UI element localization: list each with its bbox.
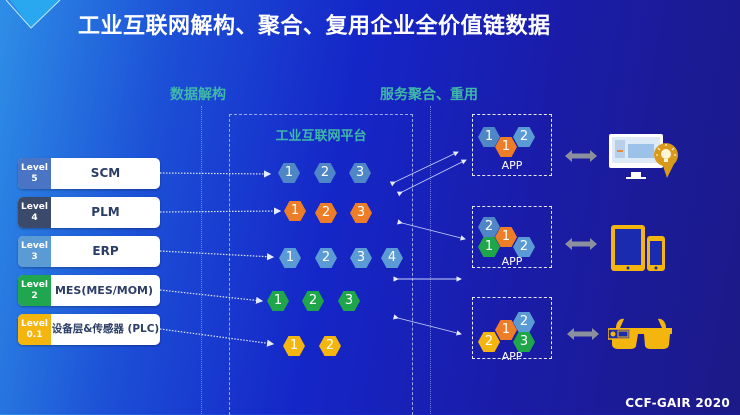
smart-glasses-icon xyxy=(608,318,672,349)
app3-hex: 2 xyxy=(513,312,535,332)
level-row-mes[interactable]: Level 2 MES(MES/MOM) xyxy=(18,275,160,306)
level-badge-label: Level xyxy=(21,162,48,173)
app-label: APP xyxy=(501,350,523,363)
level-badge-label: Level xyxy=(21,201,48,212)
level-badge-number: 3 xyxy=(31,251,38,262)
level-badge-number: 0.1 xyxy=(26,329,43,340)
hex-plm-1: 1 xyxy=(284,201,306,221)
level-name: 设备层&传感器 (PLC) xyxy=(51,323,160,335)
hex-erp-1: 1 xyxy=(279,248,301,268)
level-row-device[interactable]: Level 0.1 设备层&传感器 (PLC) xyxy=(18,314,160,345)
hex-erp-3: 3 xyxy=(350,248,372,268)
app3-hex: 2 xyxy=(478,332,500,352)
corner-decoration xyxy=(5,0,61,29)
divider-line-left xyxy=(201,106,202,414)
platform-box: 工业互联网平台 xyxy=(229,114,413,415)
level-badge-label: Level xyxy=(21,279,48,290)
hex-erp-4: 4 xyxy=(381,248,403,268)
level-badge-label: Level xyxy=(21,318,48,329)
level-name: ERP xyxy=(92,244,119,258)
level-badge: Level 3 xyxy=(18,236,51,267)
double-arrow-icon xyxy=(565,238,597,250)
hex-plm-3: 3 xyxy=(350,203,372,223)
hex-device-1: 1 xyxy=(283,336,305,356)
divider-line-right xyxy=(430,106,431,414)
app-box-1[interactable]: 1 1 2 APP xyxy=(472,114,552,176)
page-title: 工业互联网解构、聚合、复用企业全价值链数据 xyxy=(78,14,551,39)
tablet-phone-icon xyxy=(611,225,665,271)
app1-hex: 2 xyxy=(513,127,535,147)
app2-hex: 2 xyxy=(478,217,500,237)
app2-hex: 2 xyxy=(513,237,535,257)
level-name: MES(MES/MOM) xyxy=(54,284,154,297)
level-badge: Level 2 xyxy=(18,275,51,306)
monitor-lightbulb-icon xyxy=(609,134,678,179)
level-row-scm[interactable]: Level 5 SCM xyxy=(18,158,160,189)
hex-mes-3: 3 xyxy=(338,291,360,311)
hex-scm-3: 3 xyxy=(349,163,371,183)
hex-erp-2: 2 xyxy=(315,248,337,268)
app1-hex: 1 xyxy=(478,127,500,147)
app-label: APP xyxy=(501,255,523,268)
hex-device-2: 2 xyxy=(319,336,341,356)
platform-title: 工业互联网平台 xyxy=(275,129,367,144)
hex-plm-2: 2 xyxy=(315,203,337,223)
section-label-aggregate: 服务聚合、重用 xyxy=(380,87,478,103)
app-box-2[interactable]: 2 1 1 2 APP xyxy=(472,206,552,268)
level-badge: Level 4 xyxy=(18,197,51,228)
double-arrow-icon xyxy=(565,150,597,162)
double-arrow-icon xyxy=(567,328,599,340)
app2-hex: 1 xyxy=(478,237,500,257)
app1-hex: 1 xyxy=(495,137,517,157)
level-row-erp[interactable]: Level 3 ERP xyxy=(18,236,160,267)
app2-hex: 1 xyxy=(495,227,517,247)
app3-hex: 1 xyxy=(495,320,517,340)
hex-scm-1: 1 xyxy=(278,163,300,183)
hex-mes-2: 2 xyxy=(302,291,324,311)
level-badge-number: 4 xyxy=(31,212,38,223)
hex-mes-1: 1 xyxy=(267,291,289,311)
level-name: PLM xyxy=(91,205,120,219)
section-label-decompose: 数据解构 xyxy=(170,87,226,103)
level-name: SCM xyxy=(90,166,121,180)
app-label: APP xyxy=(501,159,523,172)
level-badge-number: 2 xyxy=(31,290,38,301)
hex-scm-2: 2 xyxy=(314,163,336,183)
footer-event-label: CCF-GAIR 2020 xyxy=(625,396,730,410)
level-badge: Level 5 xyxy=(18,158,51,189)
level-badge-label: Level xyxy=(21,240,48,251)
level-row-plm[interactable]: Level 4 PLM xyxy=(18,197,160,228)
level-badge-number: 5 xyxy=(31,173,38,184)
app-box-3[interactable]: 2 1 2 3 APP xyxy=(472,297,552,363)
level-badge: Level 0.1 xyxy=(18,314,51,345)
app3-hex: 3 xyxy=(513,332,535,352)
